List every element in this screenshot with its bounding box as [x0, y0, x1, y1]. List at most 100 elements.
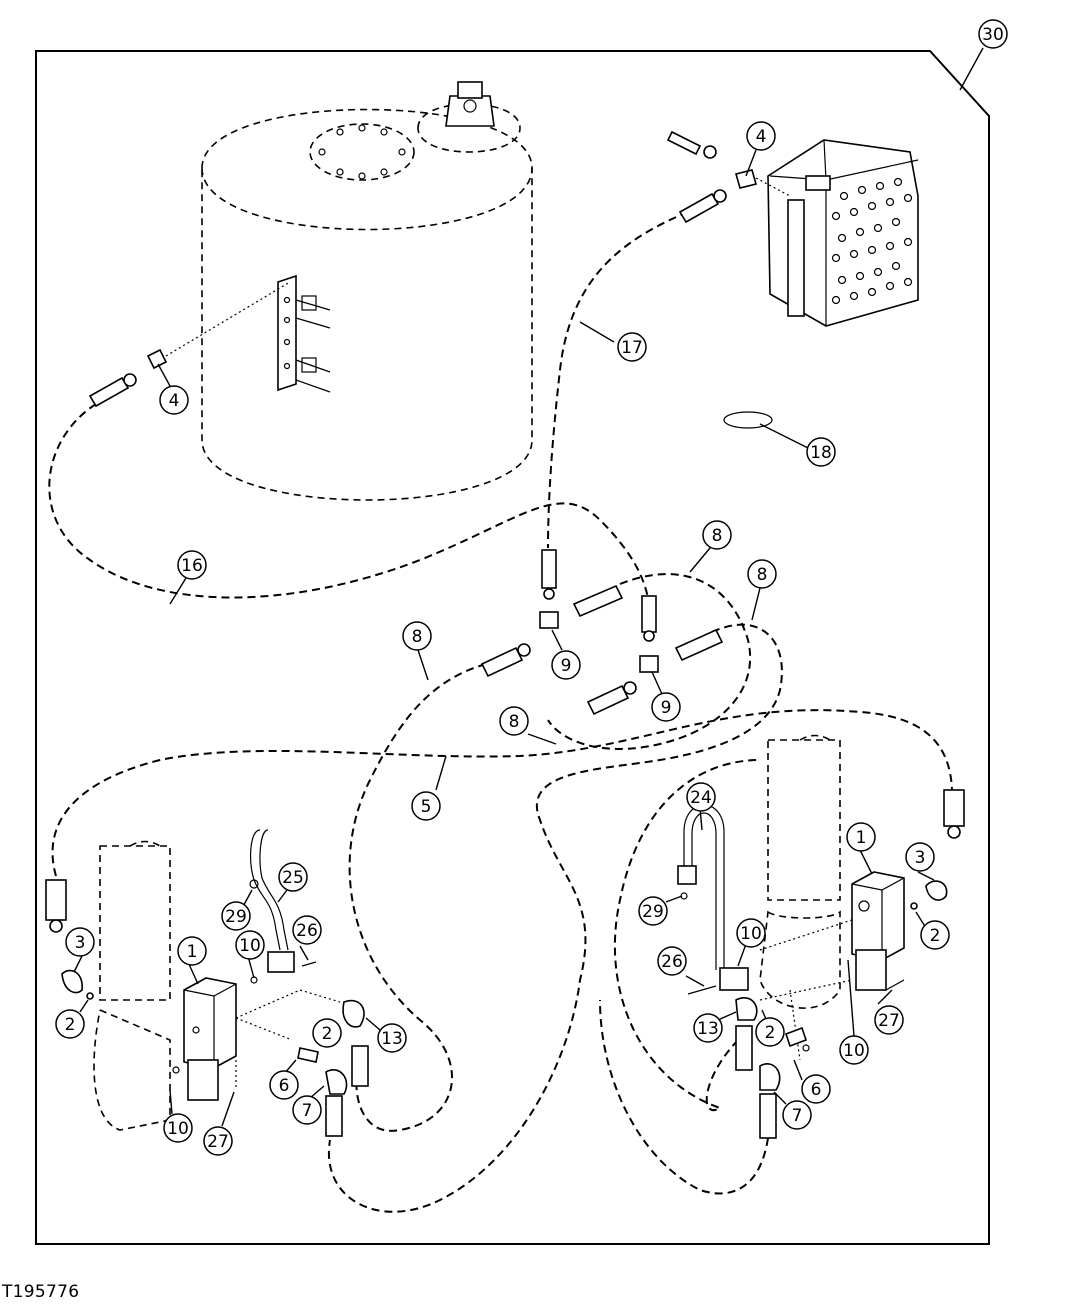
- callout-circle: [874, 1005, 904, 1035]
- callout-6: 6: [801, 1074, 831, 1104]
- callout-circle: [221, 901, 251, 931]
- callout-5: 5: [411, 791, 441, 821]
- callout-label: 2: [322, 1024, 333, 1044]
- callout-7: 7: [782, 1100, 812, 1130]
- callout-circle: [801, 1074, 831, 1104]
- callout-circle: [402, 621, 432, 651]
- callout-label: 4: [756, 127, 767, 147]
- callout-2: 2: [920, 920, 950, 950]
- callout-26: 26: [292, 915, 322, 945]
- callout-circle: [411, 791, 441, 821]
- callout-2: 2: [55, 1009, 85, 1039]
- callout-circle: [269, 1070, 299, 1100]
- callout-8: 8: [499, 706, 529, 736]
- callout-circle: [747, 559, 777, 589]
- callout-label: 2: [65, 1015, 76, 1035]
- callout-label: 8: [712, 526, 723, 546]
- callout-circle: [65, 927, 95, 957]
- callout-2: 2: [312, 1018, 342, 1048]
- callout-label: 10: [167, 1119, 189, 1139]
- callout-label: 2: [930, 926, 941, 946]
- callout-4: 4: [746, 121, 776, 151]
- callout-4: 4: [159, 385, 189, 415]
- callout-circle: [657, 946, 687, 976]
- callout-circle: [617, 332, 647, 362]
- callout-label: 8: [757, 565, 768, 585]
- callout-1: 1: [177, 936, 207, 966]
- callout-label: 3: [75, 933, 86, 953]
- callout-label: 5: [421, 797, 432, 817]
- callout-label: 25: [282, 868, 304, 888]
- callout-label: 2: [765, 1023, 776, 1043]
- callout-label: 4: [169, 391, 180, 411]
- right-cylinder-assembly: [677, 734, 905, 1139]
- callout-circle: [203, 1126, 233, 1156]
- callout-8: 8: [702, 520, 732, 550]
- callout-label: 16: [181, 556, 203, 576]
- diagram-frame: [35, 50, 990, 1245]
- callout-10: 10: [163, 1113, 193, 1143]
- callout-8: 8: [402, 621, 432, 651]
- callout-circle: [702, 520, 732, 550]
- callout-8: 8: [747, 559, 777, 589]
- callout-label: 6: [811, 1080, 822, 1100]
- callout-circle: [978, 19, 1008, 49]
- callout-circle: [686, 782, 716, 812]
- callout-circle: [920, 920, 950, 950]
- callout-17: 17: [617, 332, 647, 362]
- tie-strap: [723, 411, 773, 429]
- callout-30: 30: [978, 19, 1008, 49]
- figure-id: T195776: [2, 1282, 80, 1302]
- hoses: [48, 211, 953, 1213]
- callout-label: 13: [697, 1019, 719, 1039]
- callout-circle: [177, 550, 207, 580]
- callout-label: 24: [690, 788, 712, 808]
- control-valve-block: [767, 139, 919, 327]
- callout-label: 27: [207, 1132, 229, 1152]
- callout-10: 10: [736, 918, 766, 948]
- callout-circle: [638, 896, 668, 926]
- callout-label: 9: [661, 698, 672, 718]
- callout-label: 7: [302, 1101, 313, 1121]
- callout-circle: [292, 915, 322, 945]
- callout-circle: [177, 936, 207, 966]
- callout-circle: [551, 650, 581, 680]
- callout-16: 16: [177, 550, 207, 580]
- callout-label: 29: [225, 907, 247, 927]
- callout-3: 3: [65, 927, 95, 957]
- callout-circle: [736, 918, 766, 948]
- callout-circle: [292, 1095, 322, 1125]
- callout-label: 13: [381, 1029, 403, 1049]
- callout-label: 10: [239, 936, 261, 956]
- callout-label: 17: [621, 338, 643, 358]
- callout-label: 7: [792, 1106, 803, 1126]
- callout-13: 13: [693, 1013, 723, 1043]
- callout-label: 8: [509, 712, 520, 732]
- callout-circle: [235, 930, 265, 960]
- callout-label: 6: [279, 1076, 290, 1096]
- callout-circle: [905, 842, 935, 872]
- callout-label: 26: [296, 921, 318, 941]
- callout-29: 29: [638, 896, 668, 926]
- callout-25: 25: [278, 862, 308, 892]
- callout-24: 24: [686, 782, 716, 812]
- callout-label: 1: [856, 828, 867, 848]
- callout-10: 10: [235, 930, 265, 960]
- callout-7: 7: [292, 1095, 322, 1125]
- callout-circle: [839, 1035, 869, 1065]
- callout-label: 30: [982, 25, 1004, 45]
- callout-label: 10: [843, 1041, 865, 1061]
- callout-circle: [159, 385, 189, 415]
- callout-label: 3: [915, 848, 926, 868]
- callout-label: 18: [810, 443, 832, 463]
- callout-1: 1: [846, 822, 876, 852]
- callout-6: 6: [269, 1070, 299, 1100]
- callout-circle: [312, 1018, 342, 1048]
- callout-circle: [55, 1009, 85, 1039]
- callout-label: 10: [740, 924, 762, 944]
- callout-13: 13: [377, 1023, 407, 1053]
- callout-label: 1: [187, 942, 198, 962]
- callout-9: 9: [551, 650, 581, 680]
